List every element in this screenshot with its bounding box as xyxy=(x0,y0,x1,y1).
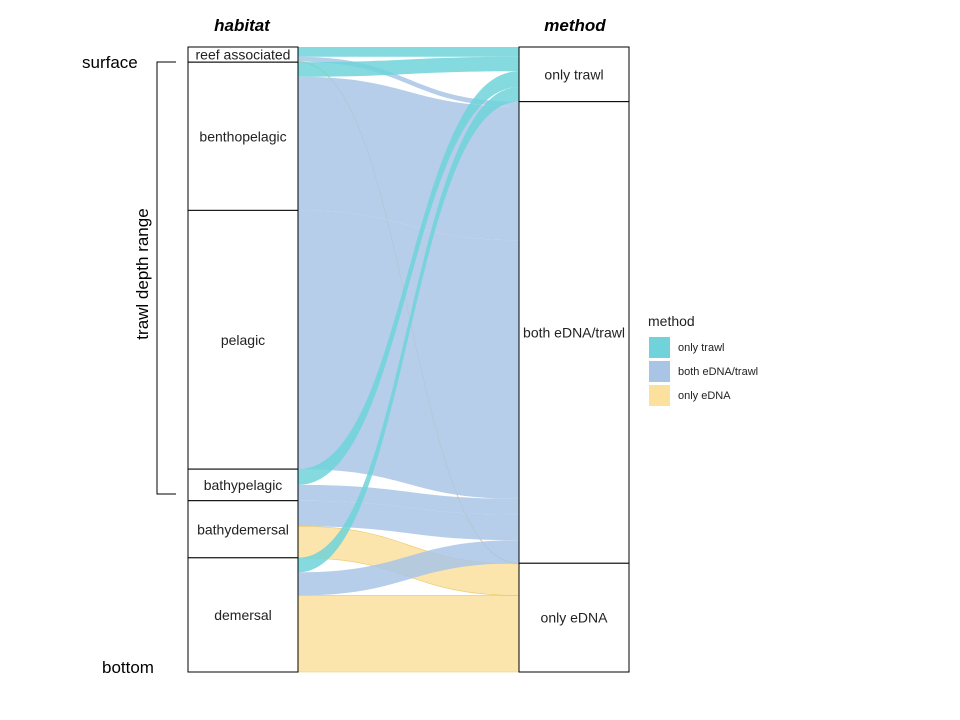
habitat-stratum-box-bathypelagic xyxy=(187,468,299,502)
legend-label-only-trawl: only trawl xyxy=(678,342,724,354)
legend-label-both-edna-trawl: both eDNA/trawl xyxy=(678,366,758,378)
flow-bathypelagic-to-both-edna-trawl xyxy=(298,484,519,515)
legend-label-only-edna: only eDNA xyxy=(678,390,731,402)
legend-swatch-both-edna-trawl xyxy=(649,361,670,382)
habitat-stratum-label-bathydemersal: bathydemersal xyxy=(197,521,289,537)
habitat-axis-title: habitat xyxy=(214,16,271,35)
habitat-stratum-box-bathydemersal xyxy=(187,500,299,559)
flow-bathypelagic-to-only-trawl xyxy=(298,71,519,485)
habitat-stratum-label-pelagic: pelagic xyxy=(221,332,265,348)
method-stratum-box-only-edna xyxy=(518,562,630,673)
flow-demersal-to-only-trawl xyxy=(298,87,519,573)
legend-swatch-only-edna xyxy=(649,385,670,406)
flow-reef-associated-to-only-trawl xyxy=(298,47,519,57)
bottom-label: bottom xyxy=(102,658,154,677)
habitat-stratum-label-benthopelagic: benthopelagic xyxy=(199,128,286,144)
habitat-stratum-reef-associated: reef associated xyxy=(187,46,299,63)
habitat-stratum-label-demersal: demersal xyxy=(214,607,272,623)
flow-benthopelagic-to-only-trawl xyxy=(298,56,519,77)
flow-reef-associated-to-both-edna-trawl xyxy=(298,56,519,107)
habitat-stratum-box-benthopelagic xyxy=(187,61,299,211)
method-stratum-only-edna: only eDNA xyxy=(518,562,630,673)
habitat-stratum-box-demersal xyxy=(187,557,299,673)
trawl-depth-range-label: trawl depth range xyxy=(133,208,152,339)
legend-swatch-only-trawl xyxy=(649,337,670,358)
habitat-stratum-label-reef-associated: reef associated xyxy=(196,47,291,63)
flow-demersal-to-only-edna xyxy=(297,595,520,673)
habitat-stratum-pelagic: pelagic xyxy=(187,209,299,470)
habitat-stratum-demersal: demersal xyxy=(187,557,299,673)
method-axis-title: method xyxy=(544,16,606,35)
method-stratum-only-trawl: only trawl xyxy=(518,46,630,103)
depth-bracket-line xyxy=(156,61,176,495)
habitat-stratum-bathypelagic: bathypelagic xyxy=(187,468,299,502)
strata-layer: reef associated benthopelagic pelagic bathy… xyxy=(187,46,630,673)
habitat-stratum-benthopelagic: benthopelagic xyxy=(187,61,299,211)
habitat-stratum-box-pelagic xyxy=(187,209,299,470)
legend-title: method xyxy=(648,313,695,329)
method-stratum-label-only-edna: only eDNA xyxy=(541,610,609,626)
method-stratum-box-both-edna-trawl xyxy=(518,101,630,564)
method-stratum-label-only-trawl: only trawl xyxy=(544,66,603,82)
method-stratum-label-both-edna-trawl: both eDNA/trawl xyxy=(523,324,625,340)
flow-pelagic-to-both-edna-trawl xyxy=(298,210,519,499)
habitat-stratum-label-bathypelagic: bathypelagic xyxy=(204,477,283,493)
flow-demersal-to-both-edna-trawl xyxy=(298,540,519,596)
method-stratum-both-edna-trawl: both eDNA/trawl xyxy=(518,101,630,564)
method-stratum-box-only-trawl xyxy=(518,46,630,103)
flows-layer xyxy=(297,47,520,673)
habitat-stratum-bathydemersal: bathydemersal xyxy=(187,500,299,559)
legend: method only trawl both eDNA/trawl only eDNA xyxy=(648,313,758,406)
surface-label: surface xyxy=(82,53,138,72)
depth-bracket: surface bottom trawl depth range xyxy=(82,53,176,677)
